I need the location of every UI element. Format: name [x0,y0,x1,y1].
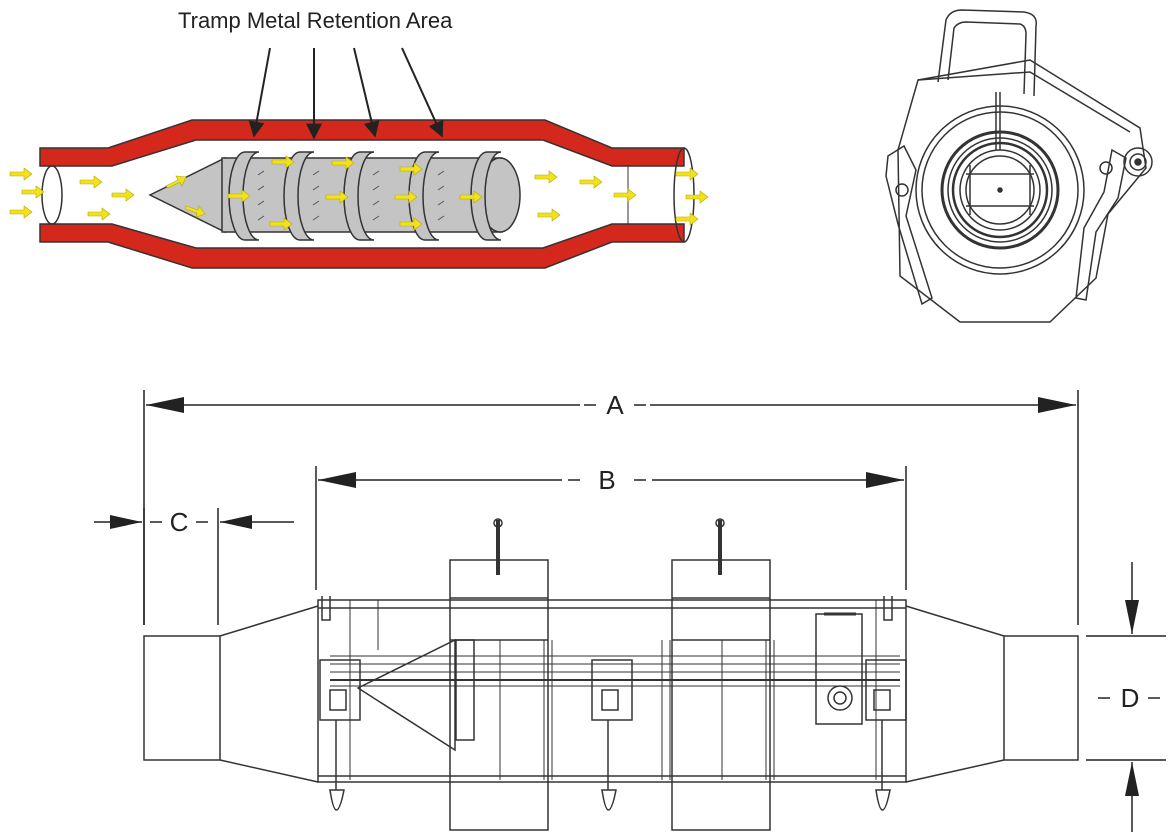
dimension-a-label: A [606,390,624,420]
dimension-d [1086,562,1166,832]
dimension-b [315,466,907,590]
hinge-block [815,612,863,725]
dimension-b-label: B [598,465,615,495]
side-clamp-right [1075,148,1127,301]
pipe-wall-top [39,119,685,167]
main-body [317,599,907,783]
hinge-pin [1123,147,1153,177]
latch-right [865,596,907,811]
pipe-inlet-end [41,165,63,225]
magnet-body [221,157,503,233]
magnet-rails [330,655,900,687]
dimension-c-label: C [170,507,189,537]
body-detail-lines [349,600,877,780]
latch-left [319,596,361,811]
side-clamp-left [885,144,933,306]
outlet-taper [905,605,1005,783]
magnet-rings [228,151,502,241]
dimensions: A B C D [94,390,1166,832]
dimension-a [143,390,1079,625]
dimension-c [94,508,294,625]
retained-metal-marks [257,170,445,221]
end-view [885,9,1153,323]
side-view [143,518,1079,831]
inner-bore [965,155,1035,225]
drawer-left [449,518,549,831]
housing-outline [897,59,1147,323]
carry-handle [937,9,1037,97]
callout-arrow-icon [248,47,444,140]
side-magnet-cone [356,638,456,752]
outlet-pipe [1003,635,1079,761]
drawer-right [671,518,771,831]
inlet-taper [219,605,319,783]
retention-area-label: Tramp Metal Retention Area [178,8,453,33]
cutaway-view [9,47,709,269]
flow-arrow-icon [9,155,709,231]
latch-middle [591,659,633,811]
inlet-pipe [143,635,221,761]
dimension-d-label: D [1121,683,1140,713]
